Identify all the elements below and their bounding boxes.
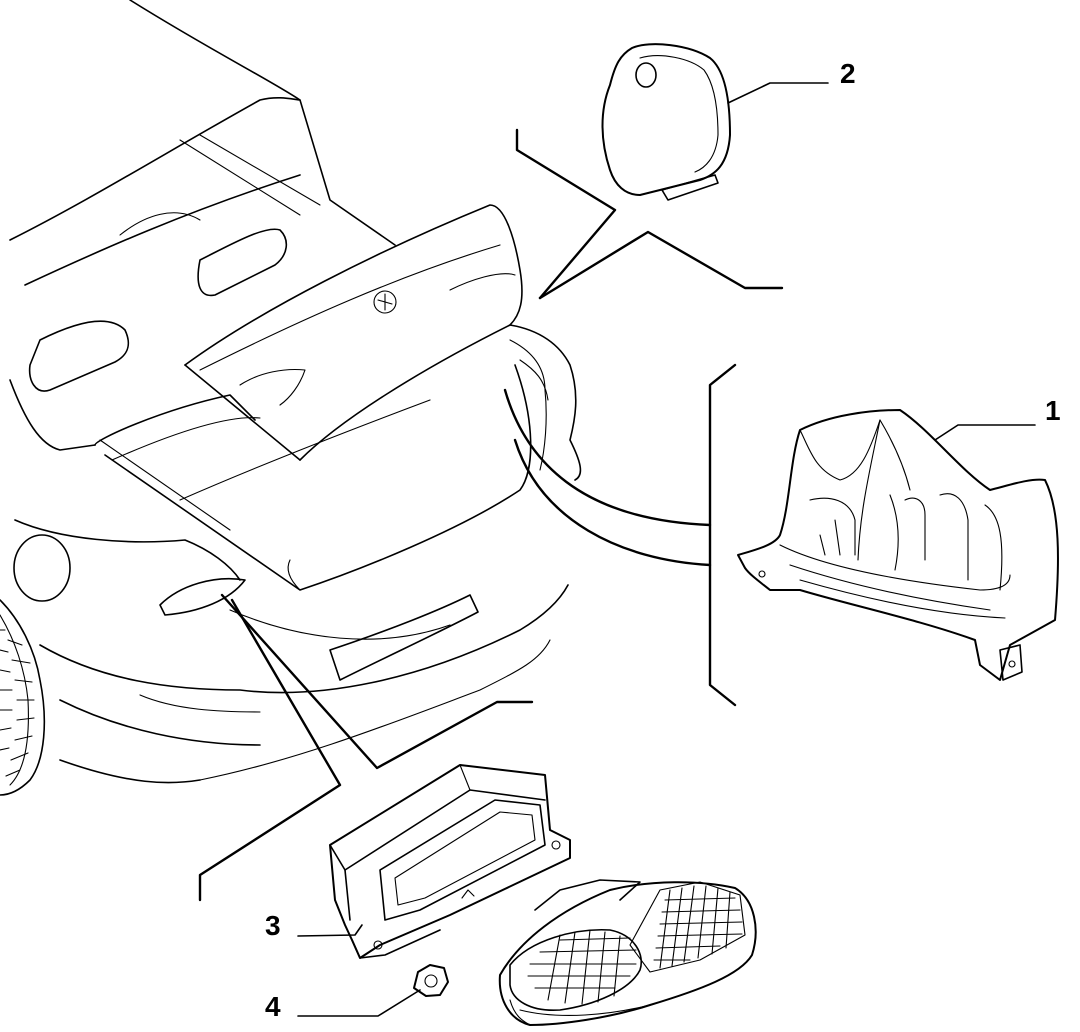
part-4-nut [413, 964, 449, 997]
part-3-handle-bezel [329, 764, 571, 959]
part-2-cover-plate [601, 43, 731, 201]
lamp-lens-grid [527, 885, 743, 1005]
callout-1: 1 [1045, 395, 1061, 426]
callout-2: 2 [840, 58, 856, 89]
tail-lamp-assembly [498, 879, 757, 1026]
part-1-trunk-lining [737, 409, 1059, 681]
callout-4: 4 [265, 991, 281, 1022]
callout-3: 3 [265, 910, 281, 941]
callout-labels: 1 2 3 4 [265, 58, 1061, 1022]
leader-lines [198, 82, 1036, 1017]
car-rear-body [0, 0, 582, 796]
